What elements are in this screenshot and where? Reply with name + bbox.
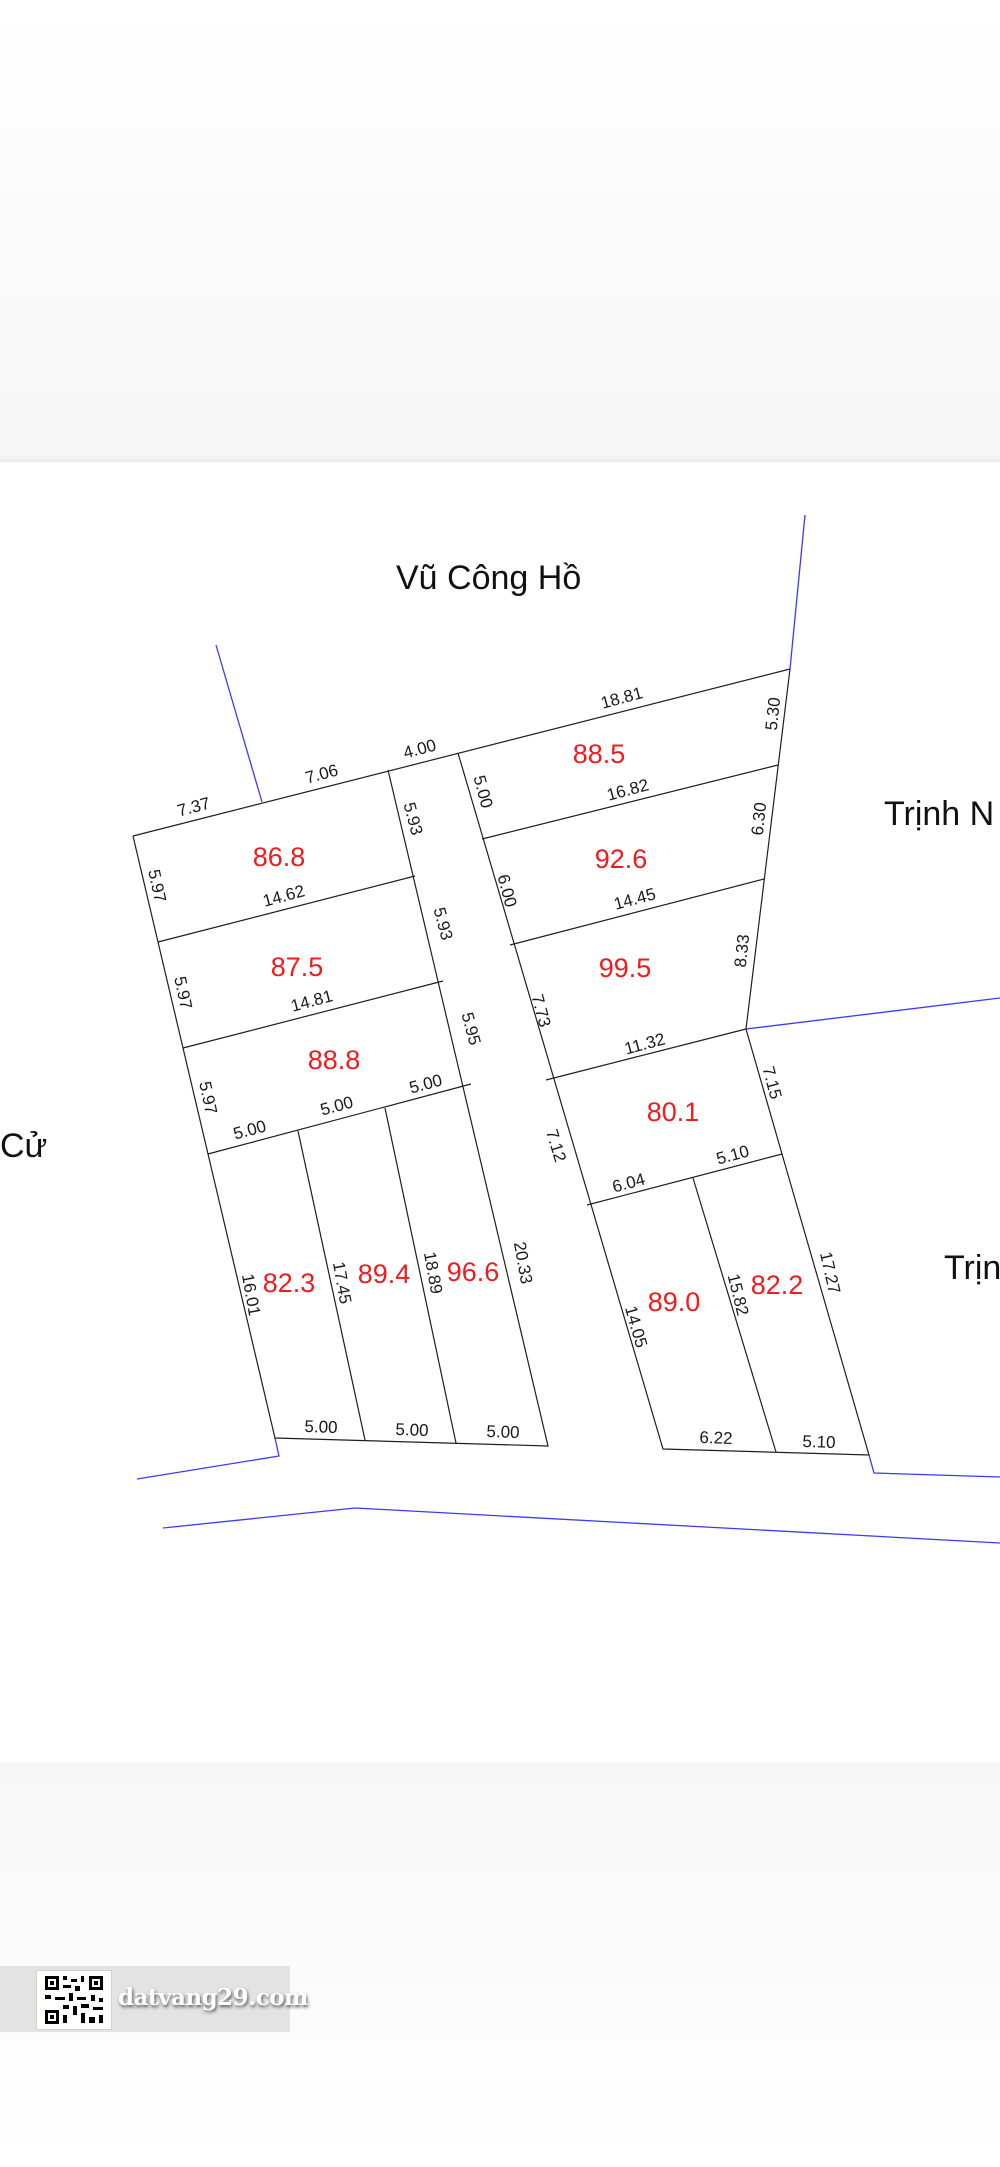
dimension-label: 7.37 — [175, 794, 212, 821]
dimension-label: 14.81 — [289, 986, 335, 1015]
dimension-label: 5.97 — [170, 975, 195, 1011]
dimension-label: 5.00 — [407, 1071, 444, 1098]
dimension-label: 6.04 — [610, 1170, 647, 1197]
dimension-label: 5.97 — [195, 1080, 220, 1116]
lot-divider — [586, 1153, 783, 1206]
dimension-label: 6.30 — [748, 801, 770, 836]
neighbor-line — [215, 644, 263, 803]
dimension-label: 5.00 — [486, 1422, 520, 1442]
dimension-label: 7.06 — [303, 761, 340, 788]
road-label-top: Vũ Công Hồ — [396, 559, 581, 597]
watermark-bar: datvang29.com — [0, 1966, 308, 2032]
plot-area-label: 99.5 — [599, 953, 652, 983]
plot-area-label: 88.5 — [573, 739, 626, 769]
dimension-label: 20.33 — [510, 1240, 536, 1285]
area-labels: 86.8 87.5 88.8 82.3 89.4 96.6 88.5 92.6 99.5 80.1… — [253, 739, 804, 1317]
plot-area-label: 82.2 — [751, 1270, 804, 1300]
dimension-labels: 7.37 7.06 4.00 18.81 5.30 5.00 5.93 5.97 16.82 6.… — [144, 683, 844, 1452]
neighbor-lines — [136, 514, 1000, 1544]
dimension-label: 5.00 — [395, 1420, 429, 1440]
dimension-label: 14.05 — [621, 1304, 651, 1350]
lot-divider — [481, 764, 779, 840]
plot-area-label: 89.0 — [648, 1287, 701, 1317]
plot-area-label: 80.1 — [647, 1097, 700, 1127]
dimension-label: 5.10 — [802, 1432, 836, 1452]
map-area — [0, 462, 1000, 1762]
dimension-label: 17.45 — [329, 1260, 355, 1305]
plot-area-label: 87.5 — [271, 952, 324, 982]
dimension-label: 4.00 — [401, 736, 438, 763]
dimension-label: 17.27 — [816, 1250, 844, 1296]
dimension-label: 6.00 — [494, 872, 521, 909]
dimension-label: 18.81 — [599, 683, 645, 712]
dimension-label: 7.12 — [542, 1127, 570, 1164]
qr-code-icon — [36, 1970, 112, 2030]
road-edge-line — [162, 1507, 1000, 1544]
road-label-right-lower: Trịn — [944, 1249, 1000, 1287]
dimension-label: 14.45 — [612, 884, 658, 913]
lot-divider — [157, 875, 416, 943]
dimension-label: 7.73 — [528, 992, 555, 1029]
road-label-right-upper: Trịnh N — [884, 795, 994, 833]
lot-divider — [384, 1107, 457, 1444]
top-blank-area — [0, 0, 1000, 462]
plot-area-label: 86.8 — [253, 842, 306, 872]
lot-divider — [297, 1130, 366, 1441]
dimension-label: 6.22 — [699, 1428, 733, 1448]
lot-divider — [509, 878, 765, 946]
plot-area-label: 92.6 — [595, 844, 648, 874]
dimension-label: 16.82 — [605, 775, 651, 804]
plot-area-label: 88.8 — [308, 1045, 361, 1075]
road-label-left: Cử — [0, 1127, 47, 1165]
dimension-label: 5.00 — [304, 1417, 338, 1437]
dimension-label: 14.62 — [261, 881, 307, 910]
neighbor-line — [868, 1454, 1000, 1478]
neighbor-line — [789, 514, 806, 670]
dimension-label: 7.15 — [759, 1064, 786, 1101]
left-block-outline — [132, 769, 549, 1447]
neighbor-line — [136, 1437, 280, 1480]
lot-divider — [692, 1177, 777, 1453]
neighbor-line — [745, 997, 1000, 1030]
dimension-label: 5.93 — [400, 800, 427, 837]
lot-divider — [182, 980, 444, 1049]
dimension-label: 11.32 — [622, 1030, 667, 1059]
plot-area-label: 89.4 — [358, 1259, 411, 1289]
top-boundary — [132, 668, 791, 837]
dimension-label: 5.93 — [430, 905, 457, 942]
plot-area-label: 82.3 — [263, 1268, 316, 1298]
lot-divider — [545, 1028, 747, 1081]
watermark-text: datvang29.com — [118, 1984, 308, 2011]
lot-divider — [207, 1083, 472, 1155]
dimension-label: 8.33 — [731, 933, 753, 968]
bottom-blank-area — [0, 1762, 1000, 2167]
dimension-label: 16.01 — [238, 1272, 264, 1317]
dimension-label: 5.95 — [458, 1010, 485, 1047]
plot-boundaries — [132, 668, 870, 1456]
plot-area-label: 96.6 — [447, 1257, 500, 1287]
dimension-label: 5.10 — [714, 1142, 751, 1169]
dimension-label: 5.30 — [762, 696, 784, 731]
dimension-label: 5.00 — [318, 1093, 355, 1120]
right-block-outline — [457, 668, 870, 1456]
